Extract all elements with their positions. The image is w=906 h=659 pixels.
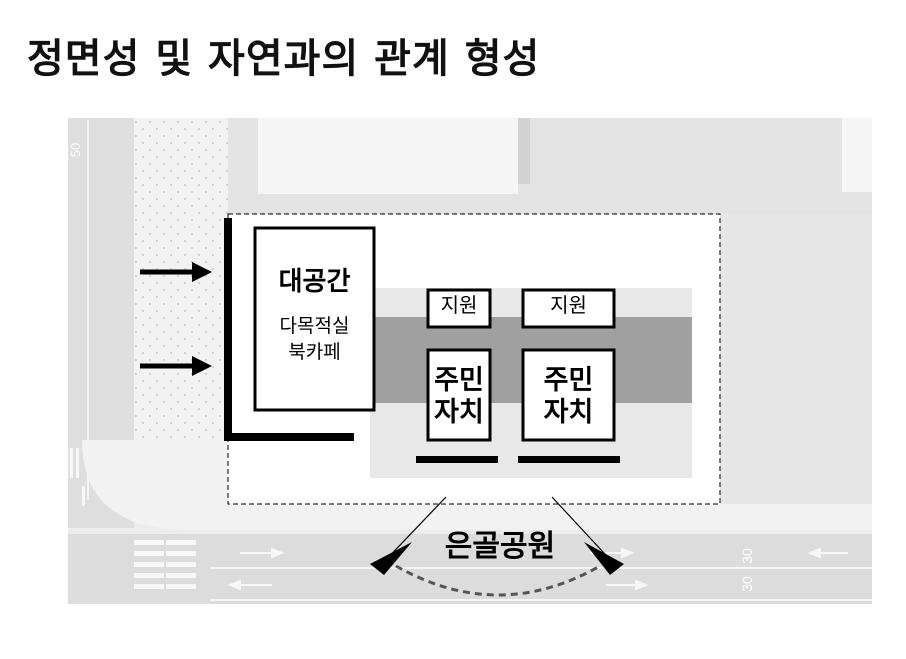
resident-right-line2: 자치: [543, 397, 594, 428]
building-upper-strip: [518, 118, 530, 184]
building-upper-left: [258, 118, 518, 194]
sidewalk-corner: [82, 440, 872, 530]
main-hall-line2: 북카페: [288, 341, 341, 363]
sidewalk-left-dots: [134, 118, 228, 504]
support-box-left: [426, 288, 492, 329]
resident-left-line1: 주민: [434, 365, 484, 396]
building-upper-right: [842, 118, 872, 192]
support-box-right: [521, 288, 616, 329]
facade-bar-left: [416, 456, 498, 463]
view-line-left: [370, 496, 447, 575]
page-title: 정면성 및 자연과의 관계 형성: [27, 36, 541, 82]
main-hall-line1: 다목적실: [279, 315, 350, 337]
main-hall-box: [253, 226, 376, 412]
resident-box-left: [426, 348, 492, 442]
resident-right-line1: 주민: [543, 365, 594, 396]
approach-arrow-bottom: [140, 356, 212, 376]
right-block: [720, 214, 872, 504]
main-hall-title: 대공간: [278, 267, 351, 297]
speed-mark-bottom: 30: [739, 576, 755, 592]
approach-arrow-top: [140, 262, 212, 282]
speed-mark-top: 30: [739, 548, 755, 564]
view-line-right: [551, 496, 624, 575]
support-label-right: 지원: [550, 293, 587, 317]
road-left-stripes: [70, 448, 85, 506]
resident-box-right: [521, 348, 616, 442]
support-label-left: 지원: [440, 293, 478, 317]
view-arc: [395, 564, 601, 597]
crosswalk: [134, 540, 196, 589]
facade-bar-right: [518, 456, 620, 463]
front-wall: [224, 218, 354, 441]
park-label: 은골공원: [444, 529, 556, 564]
resident-left-line2: 자치: [434, 397, 484, 428]
edge-number: 50: [68, 143, 83, 157]
